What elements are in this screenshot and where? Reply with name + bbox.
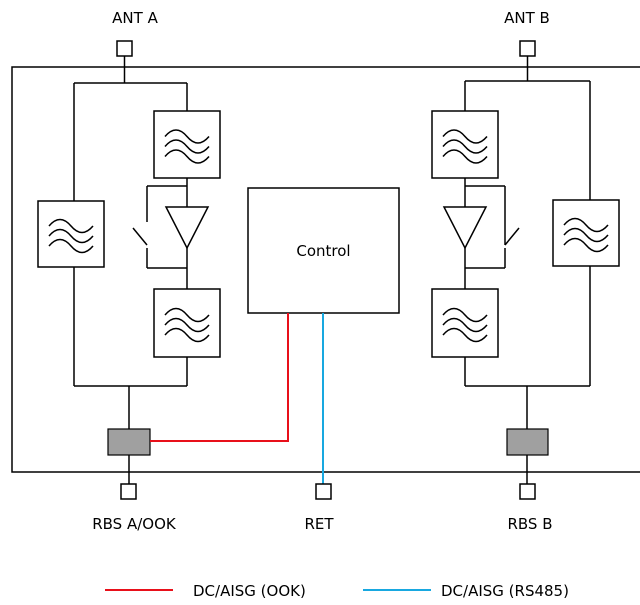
filter-icon xyxy=(431,110,499,179)
legend: DC/AISG (OOK) DC/AISG (RS485) xyxy=(105,582,569,600)
filter-icon xyxy=(552,199,620,267)
enclosure xyxy=(11,66,640,473)
filter-icon xyxy=(37,200,105,268)
filter-icon xyxy=(153,110,221,179)
control-label: Control xyxy=(296,242,350,260)
control-box xyxy=(247,187,400,314)
ret-port-icon xyxy=(315,483,332,500)
ant-a-port-icon xyxy=(116,40,133,57)
rbs-b-port-icon xyxy=(519,483,536,500)
legend-ook-label: DC/AISG (OOK) xyxy=(193,582,306,600)
rbs-b-connector xyxy=(506,428,549,456)
legend-rs485-label: DC/AISG (RS485) xyxy=(441,582,569,600)
rbs-a-label: RBS A/OOK xyxy=(92,515,177,533)
ant-b-port-icon xyxy=(519,40,536,57)
ret-label: RET xyxy=(304,515,334,533)
switch-icon xyxy=(504,227,520,246)
ook-signal-line xyxy=(150,313,289,442)
filter-icon xyxy=(153,288,221,358)
amplifier-icon xyxy=(442,206,488,250)
rbs-a-connector xyxy=(107,428,151,456)
ant-b-label: ANT B xyxy=(504,9,550,27)
rbs-a-port-icon xyxy=(120,483,137,500)
switch-icon xyxy=(132,227,148,246)
amplifier-icon xyxy=(164,206,210,250)
rbs-b-label: RBS B xyxy=(507,515,552,533)
ant-a-label: ANT A xyxy=(112,9,158,27)
filter-icon xyxy=(431,288,499,358)
